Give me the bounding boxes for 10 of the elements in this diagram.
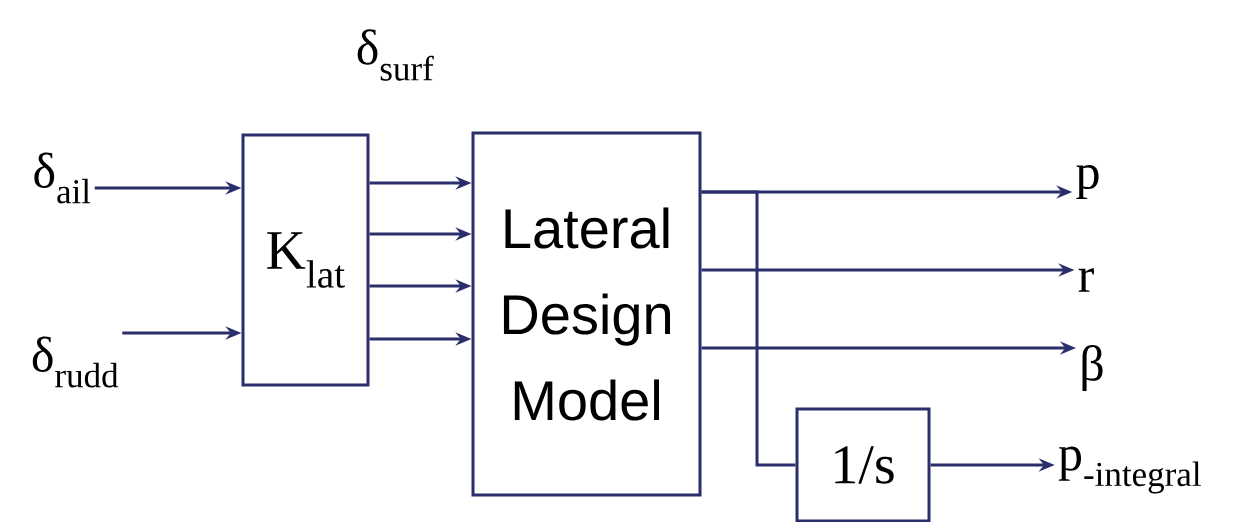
block-box: K$_{lat}$ — [241, 133, 370, 387]
model-box: Lateral Design Model — [471, 131, 702, 497]
signal-label: p — [1076, 164, 1099, 200]
signal-label: r — [1078, 268, 1094, 292]
signal-label: δ$_{surf}$ — [357, 29, 434, 81]
signal-label: δ$_{rudd}$ — [32, 336, 119, 388]
signal-label: δ$_{ail}$ — [34, 152, 91, 204]
signal-label: β — [1082, 345, 1103, 391]
block-box: 1/s — [795, 407, 931, 522]
signal-label: p$_{-integral}$ — [1058, 446, 1201, 494]
